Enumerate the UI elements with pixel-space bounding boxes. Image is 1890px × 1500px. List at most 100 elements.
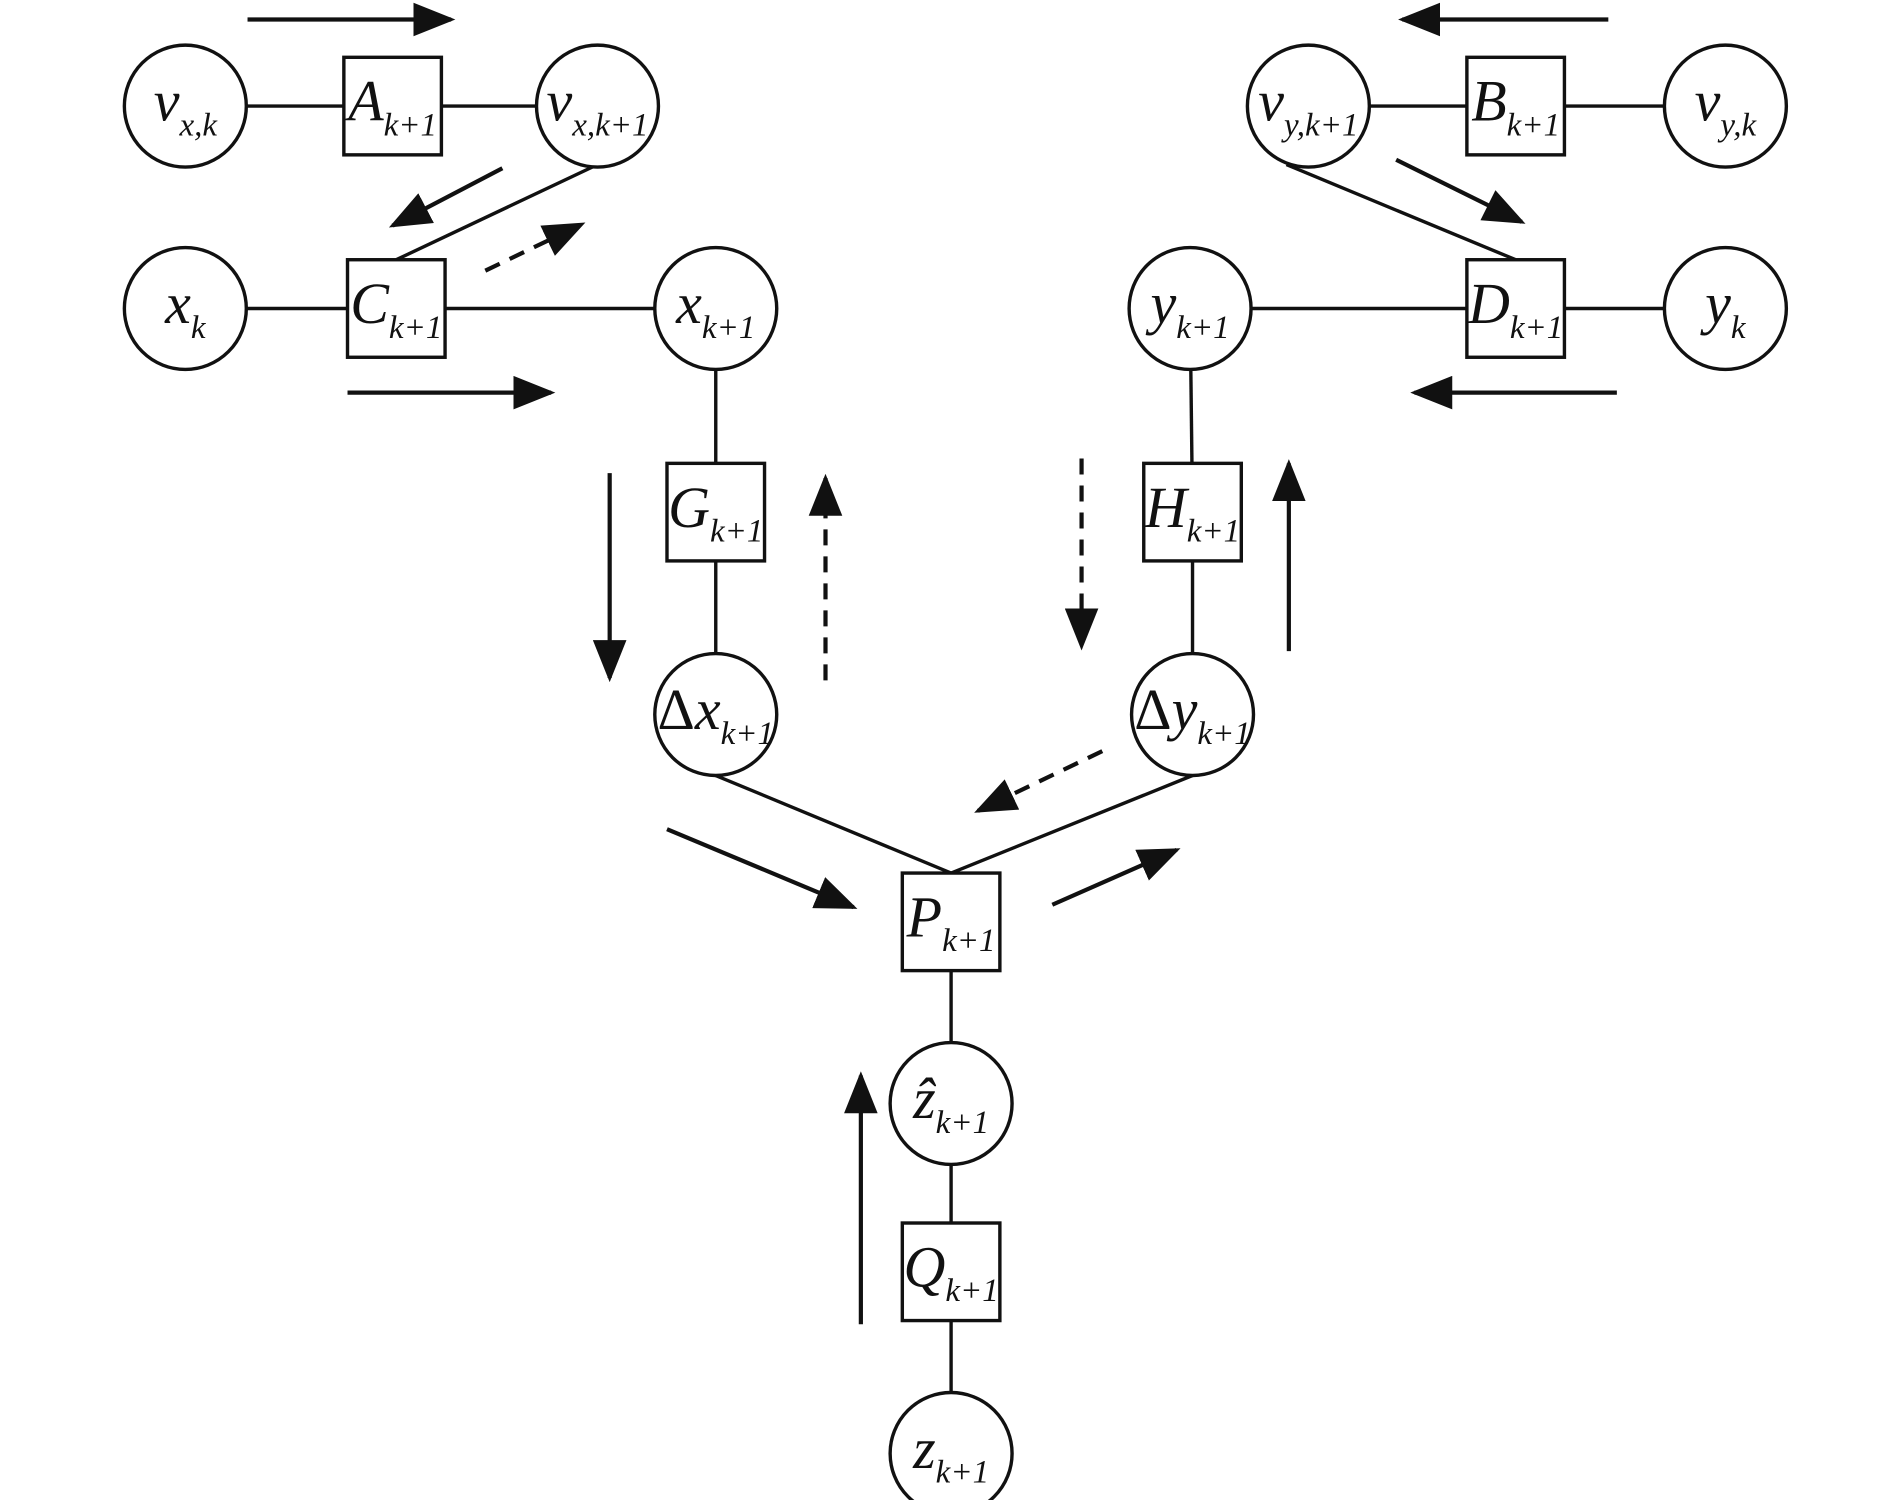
node-label: zk+1 (912, 1416, 989, 1491)
node-label: xk (164, 271, 207, 346)
node-dxk1: Δxk+1 (653, 651, 779, 778)
node-label: Dk+1 (1467, 271, 1563, 346)
edge-dyk1-Pk1 (950, 773, 1194, 875)
node-Ak1: Ak+1 (342, 55, 444, 157)
message-arrow-vy-to-d (1395, 157, 1526, 224)
node-label-main: x (675, 271, 702, 336)
variable-node-circle (1662, 245, 1789, 372)
node-label-main: Q (903, 1234, 945, 1299)
node-dyk1: Δyk+1 (1129, 651, 1256, 778)
node-Hk1: Hk+1 (1142, 461, 1244, 563)
node-label-subscript: k+1 (942, 923, 995, 959)
node-label-main: C (350, 271, 390, 336)
node-label-subscript: k+1 (936, 1105, 989, 1141)
edge-dxk1-Pk1 (715, 773, 952, 875)
node-label-subscript: k+1 (1197, 716, 1250, 752)
variable-node-circle (534, 43, 661, 169)
factor-node-square (1465, 55, 1567, 157)
node-xk: xk (122, 245, 249, 372)
node-label-main: Δ (1134, 677, 1171, 742)
variable-node-circle (122, 245, 249, 372)
node-label-main: v (1258, 69, 1284, 134)
node-label-subscript: k+1 (721, 716, 774, 752)
node-label: ẑk+1 (912, 1066, 989, 1141)
node-label: Pk+1 (906, 884, 996, 959)
node-label-main: ẑ (912, 1066, 936, 1131)
node-Bk1: Bk+1 (1465, 55, 1567, 157)
node-label-subscript: k+1 (1507, 107, 1560, 143)
node-label: yk+1 (1146, 271, 1230, 346)
node-label-subscript: k+1 (936, 1455, 989, 1491)
node-label-subscript: k+1 (1510, 310, 1563, 346)
node-label: Bk+1 (1471, 69, 1560, 144)
node-label: Δxk+1 (658, 677, 774, 752)
variable-node-circle (1129, 651, 1256, 778)
node-label-main: x (164, 271, 191, 336)
node-label: Ck+1 (350, 271, 442, 346)
node-label: Gk+1 (668, 475, 763, 550)
node-Qk1: Qk+1 (900, 1221, 1002, 1323)
node-label: xk+1 (675, 271, 755, 346)
node-vyk: vy,k (1662, 43, 1789, 169)
node-label-main: A (344, 69, 384, 134)
node-Pk1: Pk+1 (900, 871, 1002, 973)
node-label-main: v (546, 69, 572, 134)
node-zk1: zk+1 (888, 1390, 1014, 1500)
node-label-subscript: k+1 (945, 1273, 998, 1309)
node-label-main: v (1695, 69, 1721, 134)
node-label-subscript: y,k (1717, 107, 1757, 143)
message-arrow-c-to-vx (484, 222, 586, 273)
variable-node-circle (888, 1390, 1014, 1500)
message-arrows-layer (247, 2, 1617, 1325)
node-label-subscript: k (1731, 310, 1747, 346)
node-vyk1: vy,k+1 (1245, 43, 1372, 169)
factor-node-square (1142, 461, 1244, 563)
variable-node-circle (1245, 43, 1372, 169)
message-arrow-dy-to-p (974, 749, 1104, 813)
factor-node-square (1465, 258, 1567, 359)
variable-node-circle (1127, 245, 1253, 372)
node-label-main: y (1146, 271, 1177, 336)
node-Dk1: Dk+1 (1465, 258, 1567, 359)
node-label-main: y (1700, 271, 1731, 336)
node-label-main: H (1144, 475, 1190, 540)
edge-vyk1-Dk1 (1285, 163, 1517, 262)
node-label: Hk+1 (1144, 475, 1240, 550)
node-label-subscript: x,k+1 (571, 107, 648, 143)
variable-node-circle (653, 651, 779, 778)
node-label-main: Δ (658, 677, 695, 742)
variable-node-circle (122, 43, 249, 169)
node-yk: yk (1662, 245, 1789, 372)
factor-node-square (900, 871, 1002, 973)
node-label-subscript: k+1 (702, 310, 755, 346)
node-Ck1: Ck+1 (345, 258, 447, 359)
node-label-main: v (154, 69, 180, 134)
node-label: Ak+1 (344, 69, 437, 144)
node-label-subscript: k+1 (1187, 513, 1240, 549)
node-Gk1: Gk+1 (665, 461, 767, 563)
node-label-main: B (1471, 69, 1506, 134)
factor-node-square (900, 1221, 1002, 1323)
node-xk1: xk+1 (653, 245, 779, 372)
node-vxk: vx,k (122, 43, 249, 169)
variable-node-circle (653, 245, 779, 372)
node-label-subscript: x,k (178, 107, 218, 143)
node-vxk1: vx,k+1 (534, 43, 661, 169)
node-label: vy,k (1695, 69, 1758, 144)
node-label-subscript: y,k+1 (1281, 107, 1359, 143)
node-label-main: z (912, 1416, 936, 1481)
node-label: vx,k+1 (546, 69, 648, 144)
node-label-main: P (906, 884, 942, 949)
node-label: vx,k (154, 69, 219, 144)
node-yk1: yk+1 (1127, 245, 1253, 372)
variable-node-circle (888, 1040, 1014, 1167)
node-label-subscript: k (191, 310, 207, 346)
factor-node-square (345, 258, 447, 359)
variable-node-circle (1662, 43, 1789, 169)
message-arrow-vx-to-c (388, 166, 504, 228)
node-label: vy,k+1 (1258, 69, 1358, 144)
node-label-main: D (1467, 271, 1510, 336)
node-label: Δyk+1 (1134, 677, 1250, 752)
